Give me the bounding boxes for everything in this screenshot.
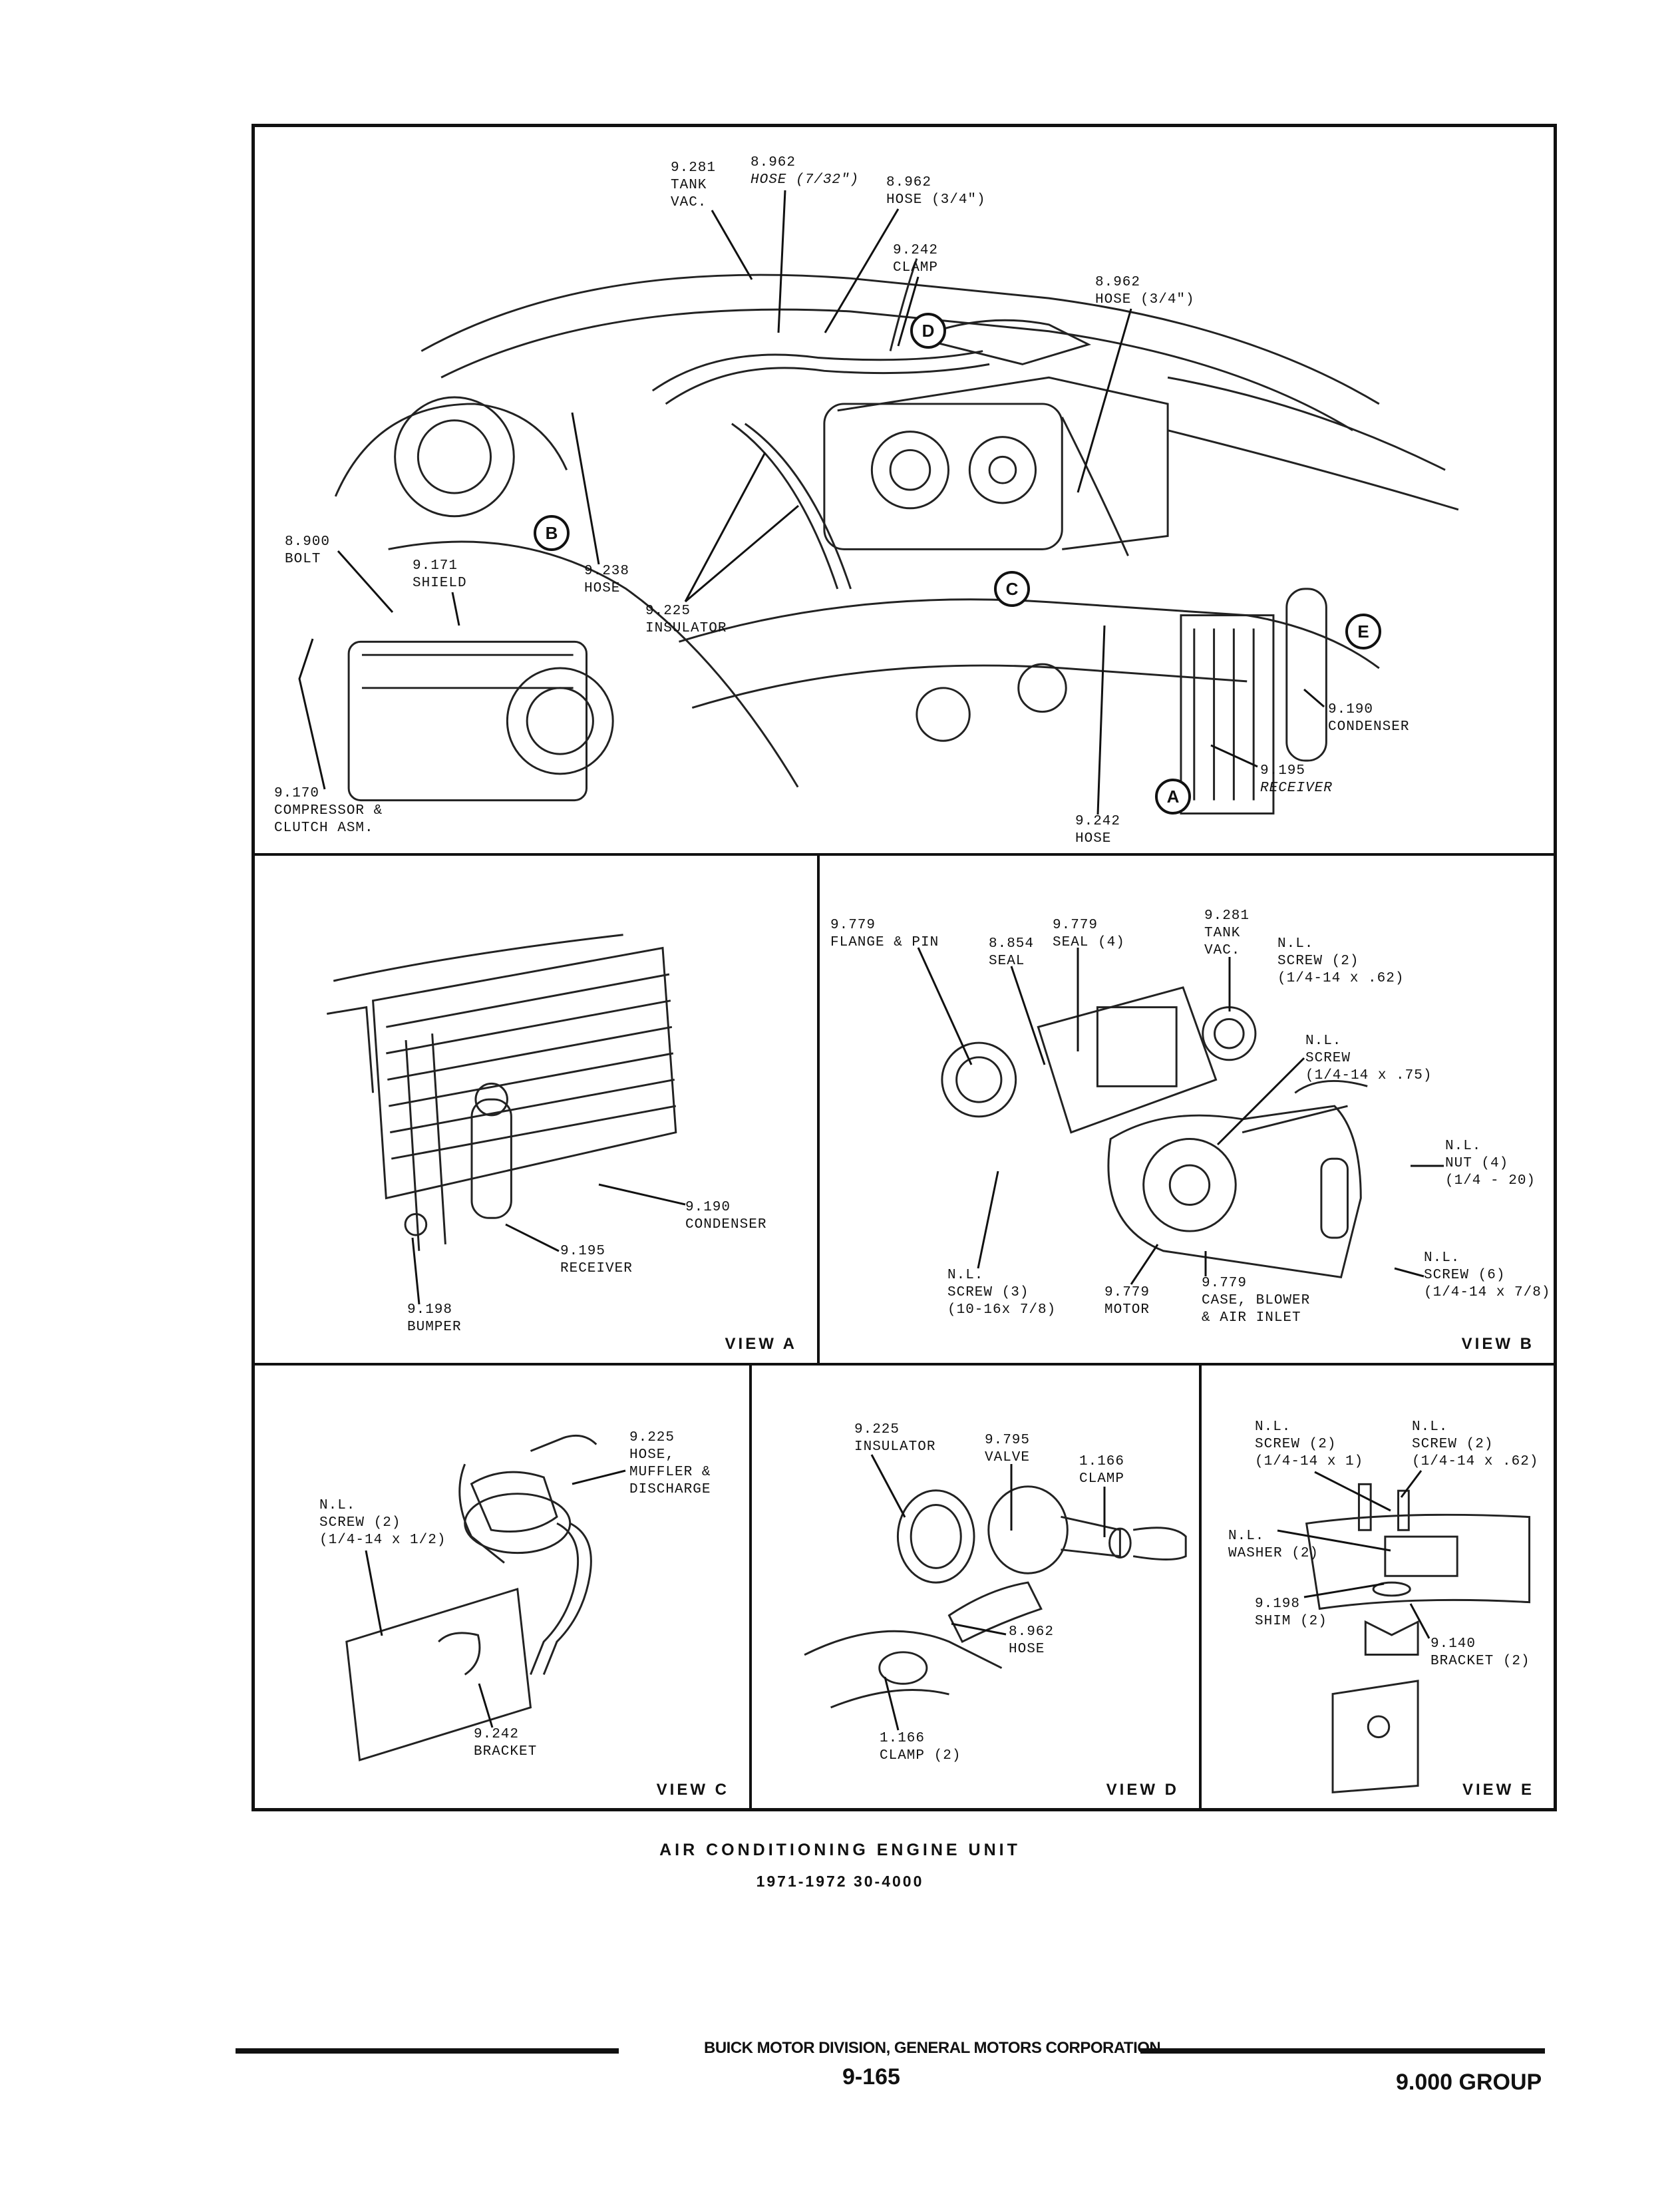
muffler-drawing (345, 1434, 597, 1761)
view-b-label-screw-2: N.L. SCREW (2) (1/4-14 x .62) (1277, 936, 1405, 986)
engine-compartment-drawing (334, 258, 1459, 815)
label-receiver: 9.195 RECEIVER (1260, 763, 1333, 796)
view-b-label-screw-75: N.L. SCREW (1/4-14 x .75) (1305, 1033, 1432, 1083)
diagram-title: AIR CONDITIONING ENGINE UNIT (659, 1841, 1021, 1859)
view-d-label-valve: 9.795 VALVE (985, 1433, 1031, 1465)
view-d-badge: D (910, 313, 946, 349)
label-clamp: 9.242 CLAMP (893, 243, 939, 275)
label-condenser: 9.190 CONDENSER (1328, 702, 1410, 735)
view-e-title: VIEW E (1462, 1781, 1534, 1799)
view-c-label-screw-2: N.L. SCREW (2) (1/4-14 x 1/2) (319, 1498, 446, 1548)
label-hose-3-4-a: 8.962 HOSE (3/4") (886, 175, 986, 208)
footer-rule-right (1140, 2048, 1545, 2054)
view-d-panel: VIEW D (749, 1363, 1202, 1811)
footer-group: 9.000 GROUP (1396, 2070, 1542, 2095)
main-view-panel (252, 124, 1557, 856)
view-b-label-flange-pin: 9.779 FLANGE & PIN (830, 918, 939, 950)
view-b-label-seal-8854: 8.854 SEAL (989, 936, 1035, 969)
diagram-subtitle: 1971-1972 30-4000 (756, 1873, 924, 1890)
view-c-title: VIEW C (656, 1781, 729, 1799)
label-hose-7-32: 8.962 HOSE (7/32") (751, 155, 860, 188)
view-b-label-screw-3: N.L. SCREW (3) (10-16x 7/8) (947, 1268, 1057, 1318)
view-a-label-condenser: 9.190 CONDENSER (685, 1200, 767, 1232)
view-a-label-receiver: 9.195 RECEIVER (560, 1244, 633, 1276)
label-bolt: 8.900 BOLT (285, 534, 331, 567)
view-e-label-screw-1: N.L. SCREW (2) (1/4-14 x 1) (1255, 1419, 1364, 1469)
label-shield: 9.171 SHIELD (413, 558, 467, 591)
view-e-label-washer: N.L. WASHER (2) (1228, 1529, 1319, 1561)
view-b-label-screw-6: N.L. SCREW (6) (1/4-14 x 7/8) (1424, 1250, 1551, 1300)
view-d-label-clamp: 1.166 CLAMP (1079, 1454, 1125, 1487)
label-tank-vac: 9.281 TANK VAC. (671, 160, 717, 210)
view-e-label-bracket: 9.140 BRACKET (2) (1430, 1636, 1530, 1669)
view-a-title: VIEW A (725, 1335, 797, 1353)
view-d-label-insulator: 9.225 INSULATOR (854, 1422, 936, 1455)
view-d-label-clamp-2: 1.166 CLAMP (2) (880, 1731, 961, 1763)
view-b-label-nut-4: N.L. NUT (4) (1/4 - 20) (1445, 1139, 1536, 1189)
label-hose-9242: 9.242 HOSE (1075, 814, 1121, 846)
view-a-panel: VIEW A (252, 853, 820, 1366)
valve-drawing (804, 1485, 1187, 1709)
view-c-label-hose-muffler: 9.225 HOSE, MUFFLER & DISCHARGE (629, 1430, 711, 1497)
view-b-badge: B (534, 515, 570, 551)
label-compressor: 9.170 COMPRESSOR & CLUTCH ASM. (274, 786, 383, 836)
footer-page-number: 9-165 (842, 2064, 900, 2090)
view-a-label-bumper: 9.198 BUMPER (407, 1302, 462, 1335)
view-e-label-shim: 9.198 SHIM (2) (1255, 1596, 1327, 1629)
view-a-badge: A (1155, 779, 1191, 815)
view-b-label-motor: 9.779 MOTOR (1104, 1285, 1150, 1318)
condenser-drawing (327, 934, 677, 1251)
view-b-title: VIEW B (1461, 1335, 1534, 1353)
view-b-label-seal-4: 9.779 SEAL (4) (1053, 918, 1125, 950)
view-c-badge: C (994, 571, 1030, 607)
label-hose-9238: 9.238 HOSE (584, 564, 630, 596)
view-b-label-tank-vac: 9.281 TANK VAC. (1204, 908, 1250, 958)
label-insulator: 9.225 INSULATOR (645, 604, 727, 636)
footer-rule-left (236, 2048, 619, 2054)
view-d-label-hose: 8.962 HOSE (1009, 1624, 1055, 1657)
view-e-label-screw-62: N.L. SCREW (2) (1/4-14 x .62) (1412, 1419, 1539, 1469)
view-e-badge: E (1345, 614, 1381, 649)
view-c-label-bracket: 9.242 BRACKET (474, 1727, 538, 1759)
view-d-title: VIEW D (1106, 1781, 1179, 1799)
view-b-label-case: 9.779 CASE, BLOWER & AIR INLET (1202, 1276, 1311, 1326)
footer-division: BUICK MOTOR DIVISION, GENERAL MOTORS COR… (704, 2039, 1161, 2057)
label-hose-3-4-b: 8.962 HOSE (3/4") (1095, 275, 1195, 307)
